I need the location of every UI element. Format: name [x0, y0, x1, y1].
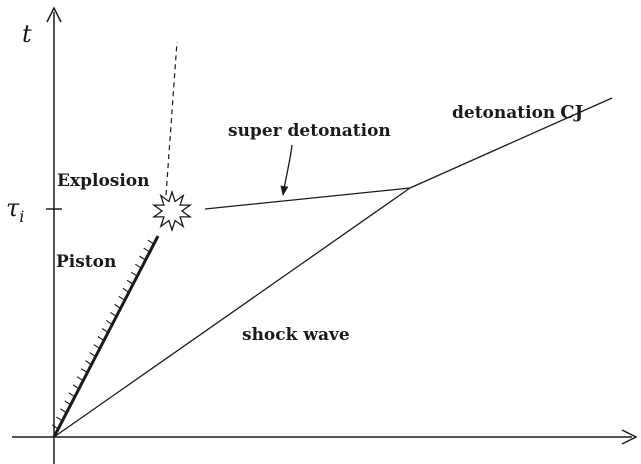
hatch-mark: [56, 416, 63, 422]
super-detonation-line: [204, 187, 411, 210]
hatch-mark: [64, 400, 71, 406]
detonation-word: detonation: [452, 103, 555, 123]
hatch-mark: [143, 247, 150, 253]
x-axis-arrow-icon: [621, 429, 638, 445]
pointer-arrow-icon: [280, 144, 293, 196]
hatch-mark: [110, 311, 117, 317]
explosion-label: Explosion: [57, 171, 150, 191]
hatch-mark: [114, 303, 121, 309]
hatch-mark: [147, 239, 155, 245]
hatch-mark: [139, 255, 146, 261]
tau-label: τi: [6, 194, 24, 226]
hatch-mark: [51, 424, 59, 430]
cj-label: CJ: [560, 102, 583, 123]
piston-line: [52, 235, 160, 438]
hatch-mark: [97, 336, 105, 341]
hatch-mark: [60, 408, 67, 414]
starburst-icon: [151, 189, 193, 233]
piston-hatching: [51, 239, 155, 430]
hatch-mark: [76, 376, 84, 382]
shock-wave-label: shock wave: [242, 325, 350, 345]
hatch-mark: [105, 319, 113, 325]
hatch-mark: [122, 287, 130, 293]
hatch-mark: [89, 352, 96, 358]
piston-label: Piston: [56, 252, 116, 272]
hatch-mark: [93, 344, 101, 350]
hatch-mark: [85, 360, 92, 366]
tau-subscript: i: [19, 207, 24, 226]
hatch-mark: [68, 392, 76, 398]
hatch-mark: [101, 328, 109, 333]
shock-wave-line: [53, 187, 411, 438]
hatch-mark: [135, 263, 142, 269]
t-axis-arrow-icon: [46, 6, 62, 23]
t-axis-label: t: [22, 20, 32, 48]
detonation-cj-line: [409, 97, 613, 189]
hatch-mark: [126, 279, 134, 285]
dashed-trajectory: [165, 41, 178, 196]
hatch-mark: [72, 384, 80, 390]
super-detonation-label: super detonation: [228, 121, 391, 141]
hatch-mark: [118, 295, 126, 301]
hatch-mark: [130, 271, 138, 277]
hatch-mark: [80, 368, 88, 374]
tau-symbol: τ: [6, 194, 20, 222]
